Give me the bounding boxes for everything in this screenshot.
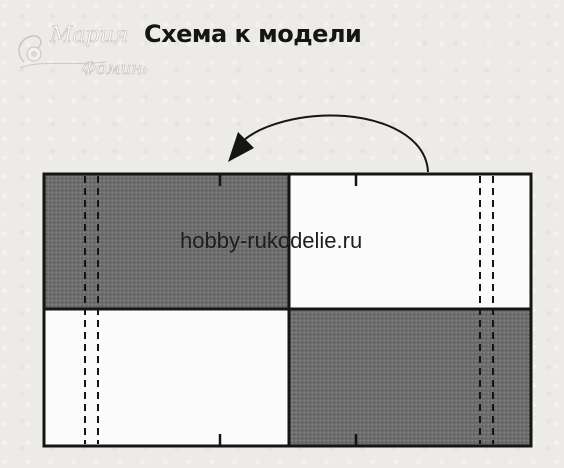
fabric-block-bottom-left <box>44 309 289 446</box>
logo-line2: Фомина <box>82 59 146 79</box>
fabric-block-top-right <box>289 174 531 309</box>
page-title: Схема к модели <box>144 20 362 48</box>
logo-watermark-icon: Мария Фомина <box>18 23 146 79</box>
stitch-line-icon <box>84 176 494 444</box>
tick-marks <box>218 174 358 446</box>
logo-line1: Мария <box>49 23 128 48</box>
site-watermark: hobby-rukodelie.ru <box>180 228 363 253</box>
fold-arrow-icon <box>228 114 429 173</box>
fabric-block-bottom-right <box>289 309 531 446</box>
